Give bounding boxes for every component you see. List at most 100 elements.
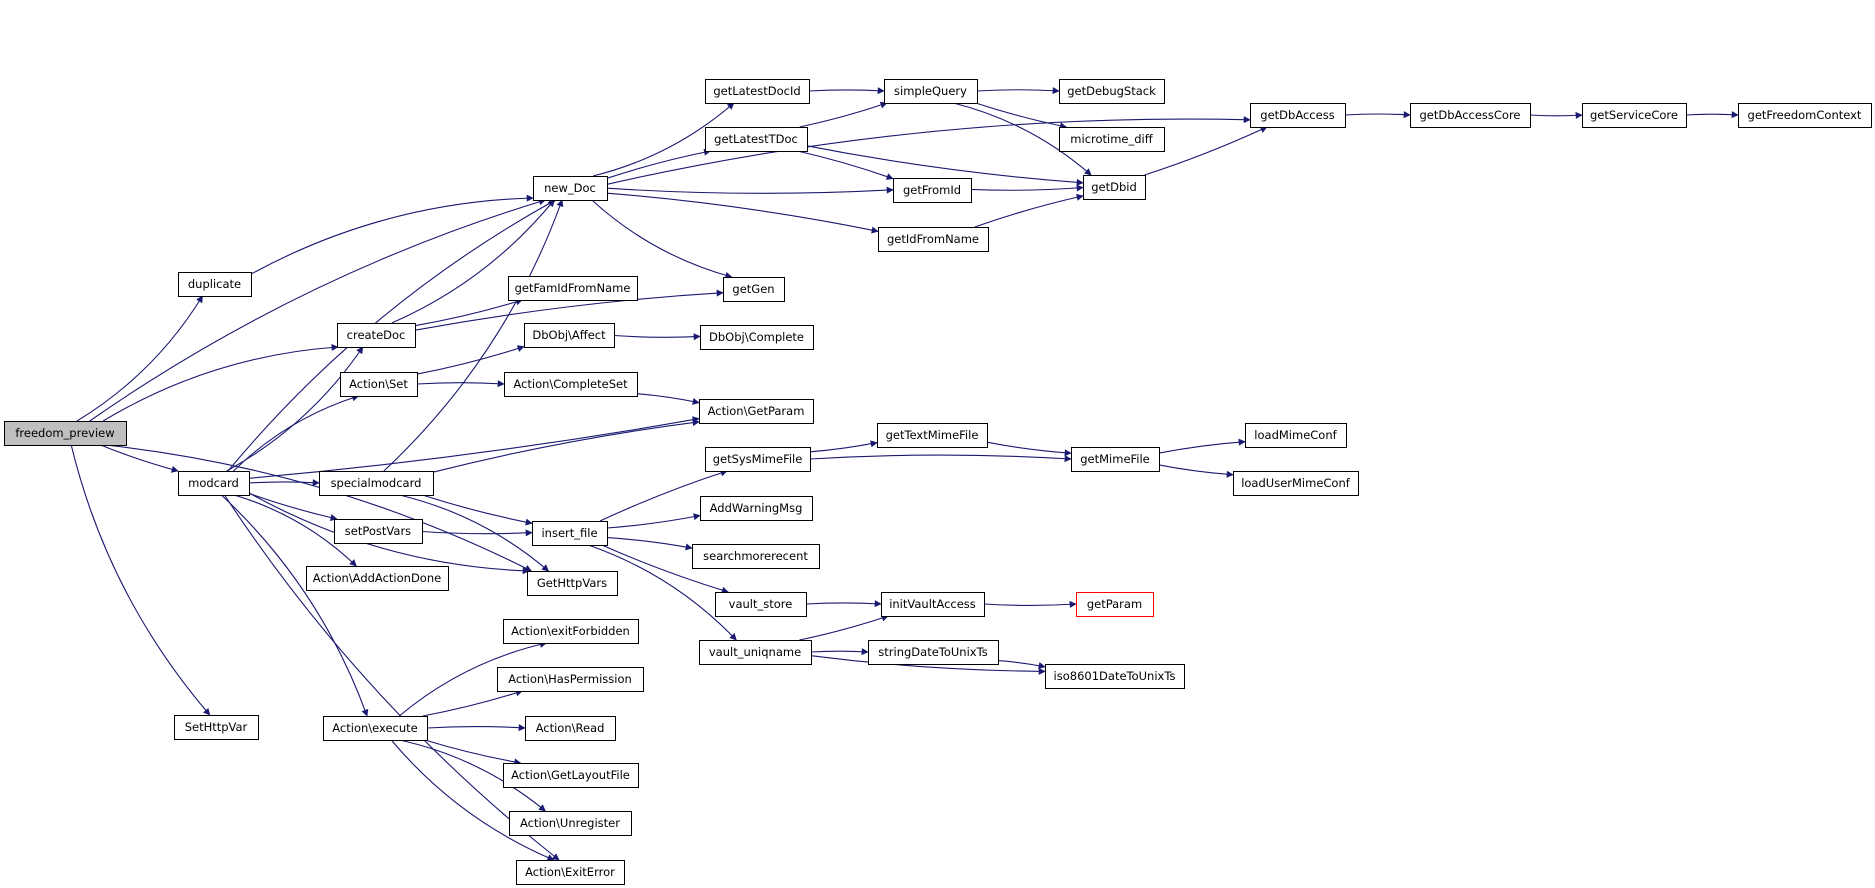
node-getservicecore[interactable]: getServiceCore (1582, 103, 1687, 128)
node-actionexiterror[interactable]: Action\ExitError (516, 860, 625, 885)
node-box[interactable] (1076, 592, 1154, 617)
node-getlatestdocid[interactable]: getLatestDocId (705, 79, 810, 104)
node-loadmimeconf[interactable]: loadMimeConf (1245, 423, 1347, 448)
node-box[interactable] (527, 571, 618, 596)
node-box[interactable] (306, 566, 449, 591)
node-box[interactable] (893, 178, 972, 203)
node-actionexecute[interactable]: Action\execute (323, 716, 428, 741)
node-actionexitforbidden[interactable]: Action\exitForbidden (503, 619, 639, 644)
node-sethttpvar[interactable]: SetHttpVar (174, 715, 259, 740)
node-getparam[interactable]: getParam (1076, 592, 1154, 617)
node-box[interactable] (1582, 103, 1687, 128)
node-box[interactable] (1045, 664, 1185, 689)
node-gettextmimefile[interactable]: getTextMimeFile (877, 423, 988, 448)
node-box[interactable] (1250, 103, 1346, 128)
node-box[interactable] (868, 640, 999, 665)
node-box[interactable] (1071, 447, 1160, 472)
node-box[interactable] (497, 667, 644, 692)
node-getsysmimefile[interactable]: getSysMimeFile (705, 447, 811, 472)
node-box[interactable] (337, 323, 416, 348)
node-box[interactable] (4, 421, 127, 446)
node-getdebugstack[interactable]: getDebugStack (1059, 79, 1165, 104)
node-simplequery[interactable]: simpleQuery (884, 79, 978, 104)
node-box[interactable] (1738, 103, 1872, 128)
node-stringdatetounixts[interactable]: stringDateToUnixTs (868, 640, 999, 665)
node-box[interactable] (319, 471, 434, 496)
node-getfromid[interactable]: getFromId (893, 178, 972, 203)
node-box[interactable] (700, 496, 813, 521)
node-box[interactable] (174, 715, 259, 740)
node-box[interactable] (878, 227, 989, 252)
node-box[interactable] (503, 763, 639, 788)
node-actioncompleteset[interactable]: Action\CompleteSet (504, 372, 638, 397)
node-box[interactable] (516, 860, 625, 885)
node-box[interactable] (723, 277, 785, 302)
node-box[interactable] (699, 640, 812, 665)
node-box[interactable] (699, 399, 814, 424)
node-vault-store[interactable]: vault_store (715, 592, 807, 617)
node-box[interactable] (525, 716, 616, 741)
node-actiongetlayoutfile[interactable]: Action\GetLayoutFile (503, 763, 639, 788)
node-box[interactable] (1059, 79, 1165, 104)
node-actionhaspermission[interactable]: Action\HasPermission (497, 667, 644, 692)
node-box[interactable] (1245, 423, 1347, 448)
node-actionunregister[interactable]: Action\Unregister (509, 811, 632, 836)
node-searchmorerecent[interactable]: searchmorerecent (692, 544, 820, 569)
node-box[interactable] (509, 811, 632, 836)
node-getlatesttdoc[interactable]: getLatestTDoc (705, 127, 808, 152)
node-getidfromname[interactable]: getIdFromName (878, 227, 989, 252)
node-addwarningmsg[interactable]: AddWarningMsg (700, 496, 813, 521)
node-dbobjaffect[interactable]: DbObj\Affect (524, 323, 615, 348)
node-box[interactable] (178, 272, 252, 297)
node-box[interactable] (504, 372, 638, 397)
node-initvaultaccess[interactable]: initVaultAccess (881, 592, 985, 617)
node-box[interactable] (533, 176, 608, 201)
node-microtime-diff[interactable]: microtime_diff (1059, 127, 1165, 152)
node-setpostvars[interactable]: setPostVars (334, 519, 423, 544)
node-new-doc[interactable]: new_Doc (533, 176, 608, 201)
node-getdbaccesscore[interactable]: getDbAccessCore (1410, 103, 1531, 128)
node-actiongetparam[interactable]: Action\GetParam (699, 399, 814, 424)
node-box[interactable] (323, 716, 428, 741)
node-box[interactable] (700, 325, 814, 350)
node-getmimefile[interactable]: getMimeFile (1071, 447, 1160, 472)
node-box[interactable] (524, 323, 615, 348)
node-freedom-preview[interactable]: freedom_preview (4, 421, 127, 446)
node-box[interactable] (178, 471, 250, 496)
node-dbobjcomplete[interactable]: DbObj\Complete (700, 325, 814, 350)
node-box[interactable] (877, 423, 988, 448)
node-box[interactable] (508, 276, 638, 301)
node-box[interactable] (881, 592, 985, 617)
node-getdbid[interactable]: getDbid (1083, 175, 1146, 200)
node-duplicate[interactable]: duplicate (178, 272, 252, 297)
node-actionread[interactable]: Action\Read (525, 716, 616, 741)
node-box[interactable] (532, 521, 608, 546)
node-specialmodcard[interactable]: specialmodcard (319, 471, 434, 496)
node-box[interactable] (334, 519, 423, 544)
node-actionaddactiondone[interactable]: Action\AddActionDone (306, 566, 449, 591)
node-loadusermimeconf[interactable]: loadUserMimeConf (1233, 471, 1359, 496)
node-box[interactable] (692, 544, 820, 569)
node-modcard[interactable]: modcard (178, 471, 250, 496)
node-iso8601datetounixts[interactable]: iso8601DateToUnixTs (1045, 664, 1185, 689)
node-box[interactable] (503, 619, 639, 644)
node-createdoc[interactable]: createDoc (337, 323, 416, 348)
node-vault-uniqname[interactable]: vault_uniqname (699, 640, 812, 665)
node-insert-file[interactable]: insert_file (532, 521, 608, 546)
node-box[interactable] (1083, 175, 1146, 200)
node-getfamidfromname[interactable]: getFamIdFromName (508, 276, 638, 301)
node-box[interactable] (705, 127, 808, 152)
node-getdbaccess[interactable]: getDbAccess (1250, 103, 1346, 128)
node-box[interactable] (1233, 471, 1359, 496)
node-box[interactable] (884, 79, 978, 104)
node-actionset[interactable]: Action\Set (340, 372, 418, 397)
node-box[interactable] (705, 79, 810, 104)
node-box[interactable] (1059, 127, 1165, 152)
node-gethttpvars[interactable]: GetHttpVars (527, 571, 618, 596)
node-getgen[interactable]: getGen (723, 277, 785, 302)
node-box[interactable] (1410, 103, 1531, 128)
node-box[interactable] (705, 447, 811, 472)
node-getfreedomcontext[interactable]: getFreedomContext (1738, 103, 1872, 128)
node-box[interactable] (340, 372, 418, 397)
node-box[interactable] (715, 592, 807, 617)
